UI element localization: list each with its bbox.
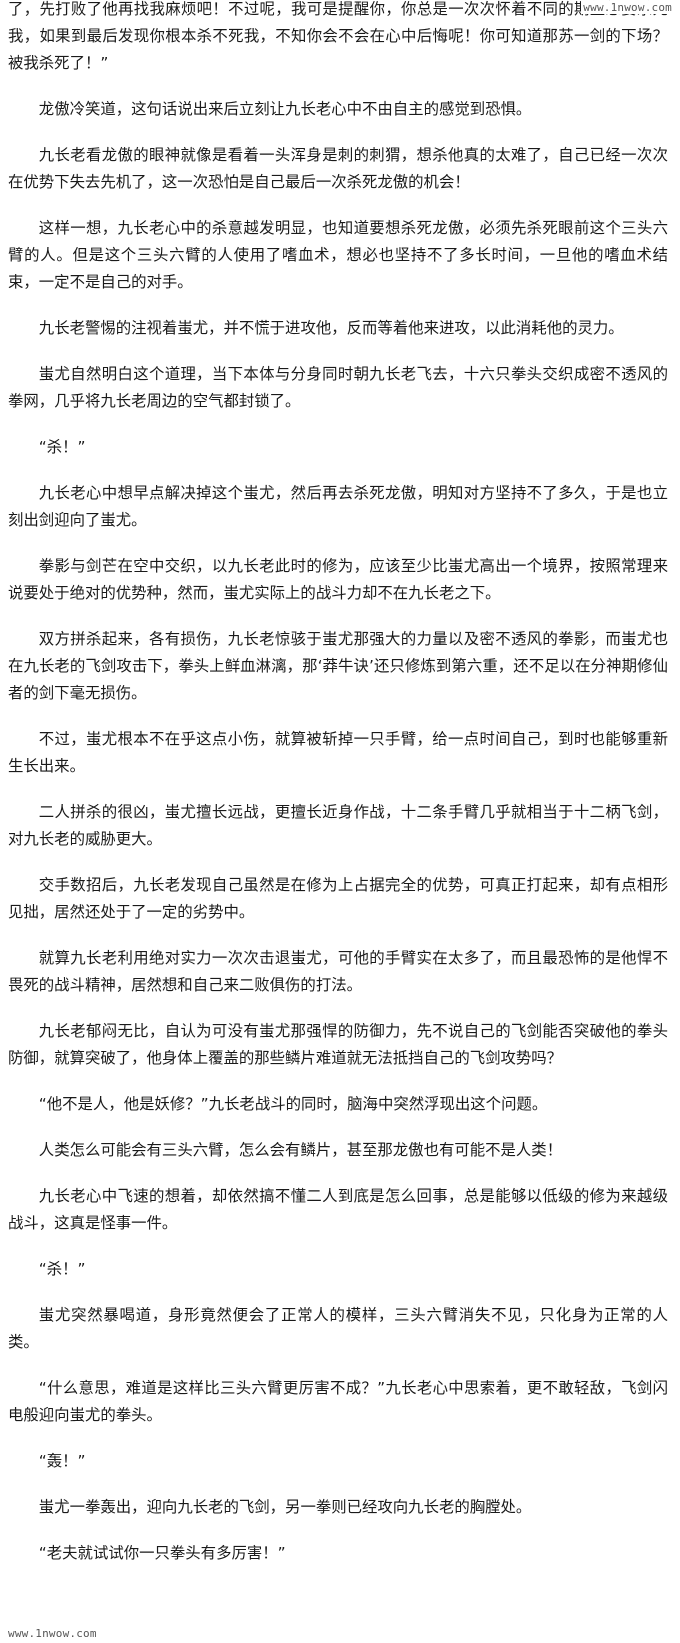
watermark-top: www.1nwow.com bbox=[581, 1, 674, 14]
paragraph: “他不是人，他是妖修？”九长老战斗的同时，脑海中突然浮现出这个问题。 bbox=[38, 1095, 548, 1113]
paragraph: 了，先打败了他再找我麻烦吧！不过呢，我可是提醒你，你总是一次次怀着不同的期望想要… bbox=[8, 0, 668, 72]
paragraph: “杀！” bbox=[38, 438, 86, 456]
paragraph: 龙傲冷笑道，这句话说出来后立刻让九长老心中不由自主的感觉到恐惧。 bbox=[38, 100, 532, 118]
paragraph: 九长老心中飞速的想着，却依然搞不懂二人到底是怎么回事，总是能够以低级的修为来越级… bbox=[8, 1187, 668, 1232]
paragraph: “老夫就试试你一只拳头有多厉害！” bbox=[38, 1544, 286, 1562]
paragraph: 九长老警惕的注视着蚩尤，并不慌于进攻他，反而等着他来进攻，以此消耗他的灵力。 bbox=[38, 319, 624, 337]
article-body: 了，先打败了他再找我麻烦吧！不过呢，我可是提醒你，你总是一次次怀着不同的期望想要… bbox=[8, 0, 668, 1586]
paragraph: 人类怎么可能会有三头六臂，怎么会有鳞片，甚至那龙傲也有可能不是人类！ bbox=[38, 1141, 563, 1159]
paragraph: 双方拼杀起来，各有损伤，九长老惊骇于蚩尤那强大的力量以及密不透风的拳影，而蚩尤也… bbox=[8, 630, 668, 702]
paragraph: “什么意思，难道是这样比三头六臂更厉害不成？”九长老心中思索着，更不敢轻敌，飞剑… bbox=[8, 1379, 668, 1424]
paragraph: 拳影与剑芒在空中交织，以九长老此时的修为，应该至少比蚩尤高出一个境界，按照常理来… bbox=[8, 557, 668, 602]
watermark-bottom: www.1nwow.com bbox=[6, 1627, 99, 1640]
paragraph: 就算九长老利用绝对实力一次次击退蚩尤，可他的手臂实在太多了，而且最恐怖的是他悍不… bbox=[8, 949, 668, 994]
paragraph: 不过，蚩尤根本不在乎这点小伤，就算被斩掉一只手臂，给一点时间自己，到时也能够重新… bbox=[8, 730, 668, 775]
paragraph: 蚩尤自然明白这个道理，当下本体与分身同时朝九长老飞去，十六只拳头交织成密不透风的… bbox=[8, 365, 668, 410]
paragraph: 九长老看龙傲的眼神就像是看着一头浑身是刺的刺猬，想杀他真的太难了，自己已经一次次… bbox=[8, 146, 668, 191]
paragraph: 交手数招后，九长老发现自己虽然是在修为上占据完全的优势，可真正打起来，却有点相形… bbox=[8, 876, 668, 921]
paragraph: 九长老郁闷无比，自认为可没有蚩尤那强悍的防御力，先不说自己的飞剑能否突破他的拳头… bbox=[8, 1022, 668, 1067]
paragraph: 蚩尤突然暴喝道，身形竟然便会了正常人的模样，三头六臂消失不见，只化身为正常的人类… bbox=[8, 1306, 668, 1351]
paragraph: 这样一想，九长老心中的杀意越发明显，也知道要想杀死龙傲，必须先杀死眼前这个三头六… bbox=[8, 219, 668, 291]
paragraph: “轰！” bbox=[38, 1452, 86, 1470]
paragraph: 九长老心中想早点解决掉这个蚩尤，然后再去杀死龙傲，明知对方坚持不了多久，于是也立… bbox=[8, 484, 668, 529]
paragraph: “杀！” bbox=[38, 1260, 86, 1278]
paragraph: 蚩尤一拳轰出，迎向九长老的飞剑，另一拳则已经攻向九长老的胸膛处。 bbox=[38, 1498, 532, 1516]
paragraph: 二人拼杀的很凶，蚩尤擅长远战，更擅长近身作战，十二条手臂几乎就相当于十二柄飞剑，… bbox=[8, 803, 668, 848]
